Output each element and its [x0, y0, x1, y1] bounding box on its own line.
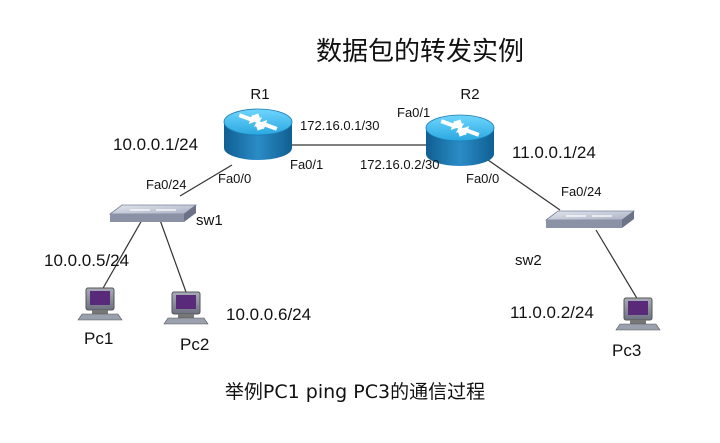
pc2-name: Pc2 [180, 335, 209, 354]
r1-lan-ip: 10.0.0.1/24 [113, 135, 198, 154]
pc2-ip: 10.0.0.6/24 [226, 305, 311, 324]
r2-lan-ip: 11.0.0.1/24 [512, 143, 596, 162]
link-sw1-pc2 [159, 219, 187, 293]
diagram-caption: 举例PC1 ping PC3的通信过程 [225, 381, 485, 403]
r2-wan-port: Fa0/1 [397, 105, 430, 120]
diagram-title: 数据包的转发实例 [316, 37, 524, 67]
pc1-computer-icon [77, 287, 123, 321]
pc3-name: Pc3 [612, 341, 641, 360]
link-r2-sw2 [487, 159, 561, 211]
sw2-uplink-port: Fa0/24 [561, 184, 601, 199]
r1-wan-ip: 172.16.0.1/30 [300, 118, 380, 133]
r1-wan-port: Fa0/1 [290, 157, 323, 172]
r2-wan-ip: 172.16.0.2/30 [360, 157, 440, 172]
link-sw1-pc1 [101, 219, 143, 291]
pc1-ip: 10.0.0.5/24 [44, 251, 129, 270]
router-arrows-icon [238, 113, 278, 131]
link-sw2-pc3 [595, 229, 639, 301]
pc1-name: Pc1 [84, 329, 113, 348]
switch-sw1 [108, 204, 198, 222]
sw1-name: sw1 [196, 212, 223, 229]
pc2-computer-icon [163, 291, 209, 325]
pc3-computer-icon [615, 297, 661, 331]
switch-sw2 [544, 210, 636, 228]
r1-lan-port: Fa0/0 [218, 171, 251, 186]
sw2-name: sw2 [515, 252, 542, 269]
r1-name: R1 [250, 86, 269, 103]
links [101, 144, 639, 301]
r2-lan-port: Fa0/0 [466, 171, 499, 186]
link-r1-sw1 [179, 164, 233, 197]
r2-name: R2 [460, 86, 479, 103]
router-r1 [223, 108, 293, 160]
router-r2 [425, 114, 495, 166]
sw1-uplink-port: Fa0/24 [146, 177, 186, 192]
pc3-ip: 11.0.0.2/24 [510, 303, 594, 322]
router-arrows-icon [440, 119, 480, 137]
